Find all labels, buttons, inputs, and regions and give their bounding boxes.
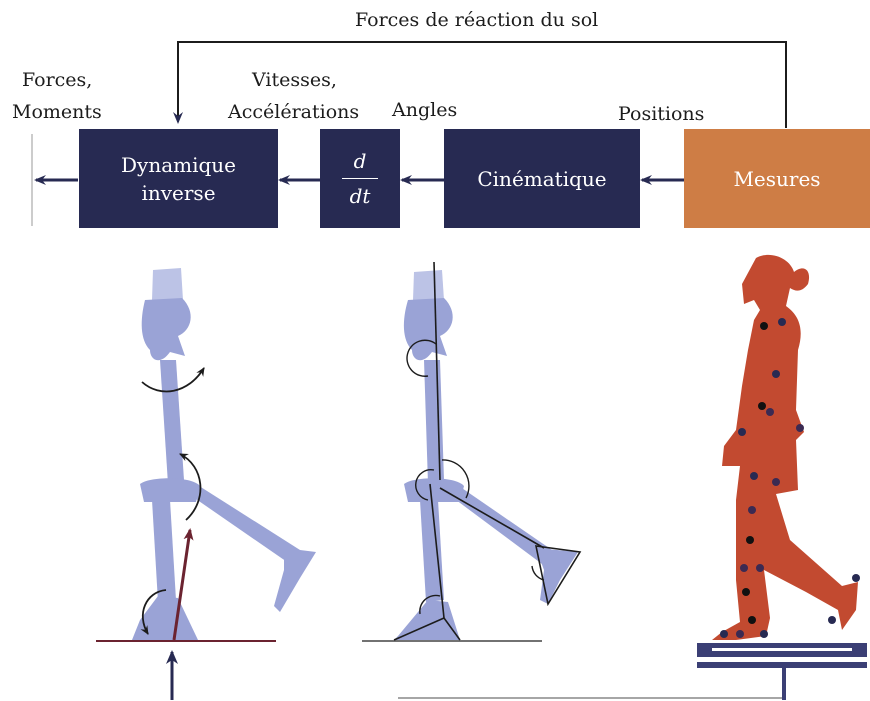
marker-dot: [772, 370, 780, 378]
femur-icon: [424, 360, 444, 484]
marker-dot: [796, 424, 804, 432]
marker-dot: [720, 630, 728, 638]
stance-tibia-icon: [152, 500, 176, 602]
marker-dot: [748, 616, 756, 624]
walking-person-silhouette: [712, 255, 858, 640]
marker-dot: [740, 564, 748, 572]
marker-dot: [738, 428, 746, 436]
skeleton-inverse-dynamics: [96, 268, 316, 700]
marker-dot: [756, 564, 764, 572]
marker-dot: [852, 574, 860, 582]
skull-icon: [152, 268, 183, 300]
person-measurements: [398, 255, 867, 700]
marker-dot: [750, 472, 758, 480]
marker-dot: [778, 318, 786, 326]
marker-dot: [746, 536, 754, 544]
marker-dot: [758, 402, 766, 410]
marker-dot: [772, 478, 780, 486]
skull-icon: [413, 270, 444, 300]
swing-thigh-segment-line: [440, 488, 544, 548]
marker-dot: [760, 322, 768, 330]
skeleton-kinematics: [362, 262, 580, 641]
marker-dot: [760, 630, 768, 638]
swing-shank-icon: [180, 484, 300, 564]
marker-dot: [736, 630, 744, 638]
marker-dot: [748, 506, 756, 514]
force-plate-icon: [697, 643, 867, 700]
femur-icon: [160, 360, 184, 484]
pelvis-icon: [142, 298, 191, 360]
swing-foot-icon: [274, 548, 316, 612]
swing-shank-icon: [440, 484, 552, 564]
marker-dot: [828, 616, 836, 624]
stance-foot-icon: [394, 600, 460, 640]
marker-dot: [766, 408, 774, 416]
marker-dot: [742, 588, 750, 596]
pelvis-icon: [404, 298, 453, 360]
